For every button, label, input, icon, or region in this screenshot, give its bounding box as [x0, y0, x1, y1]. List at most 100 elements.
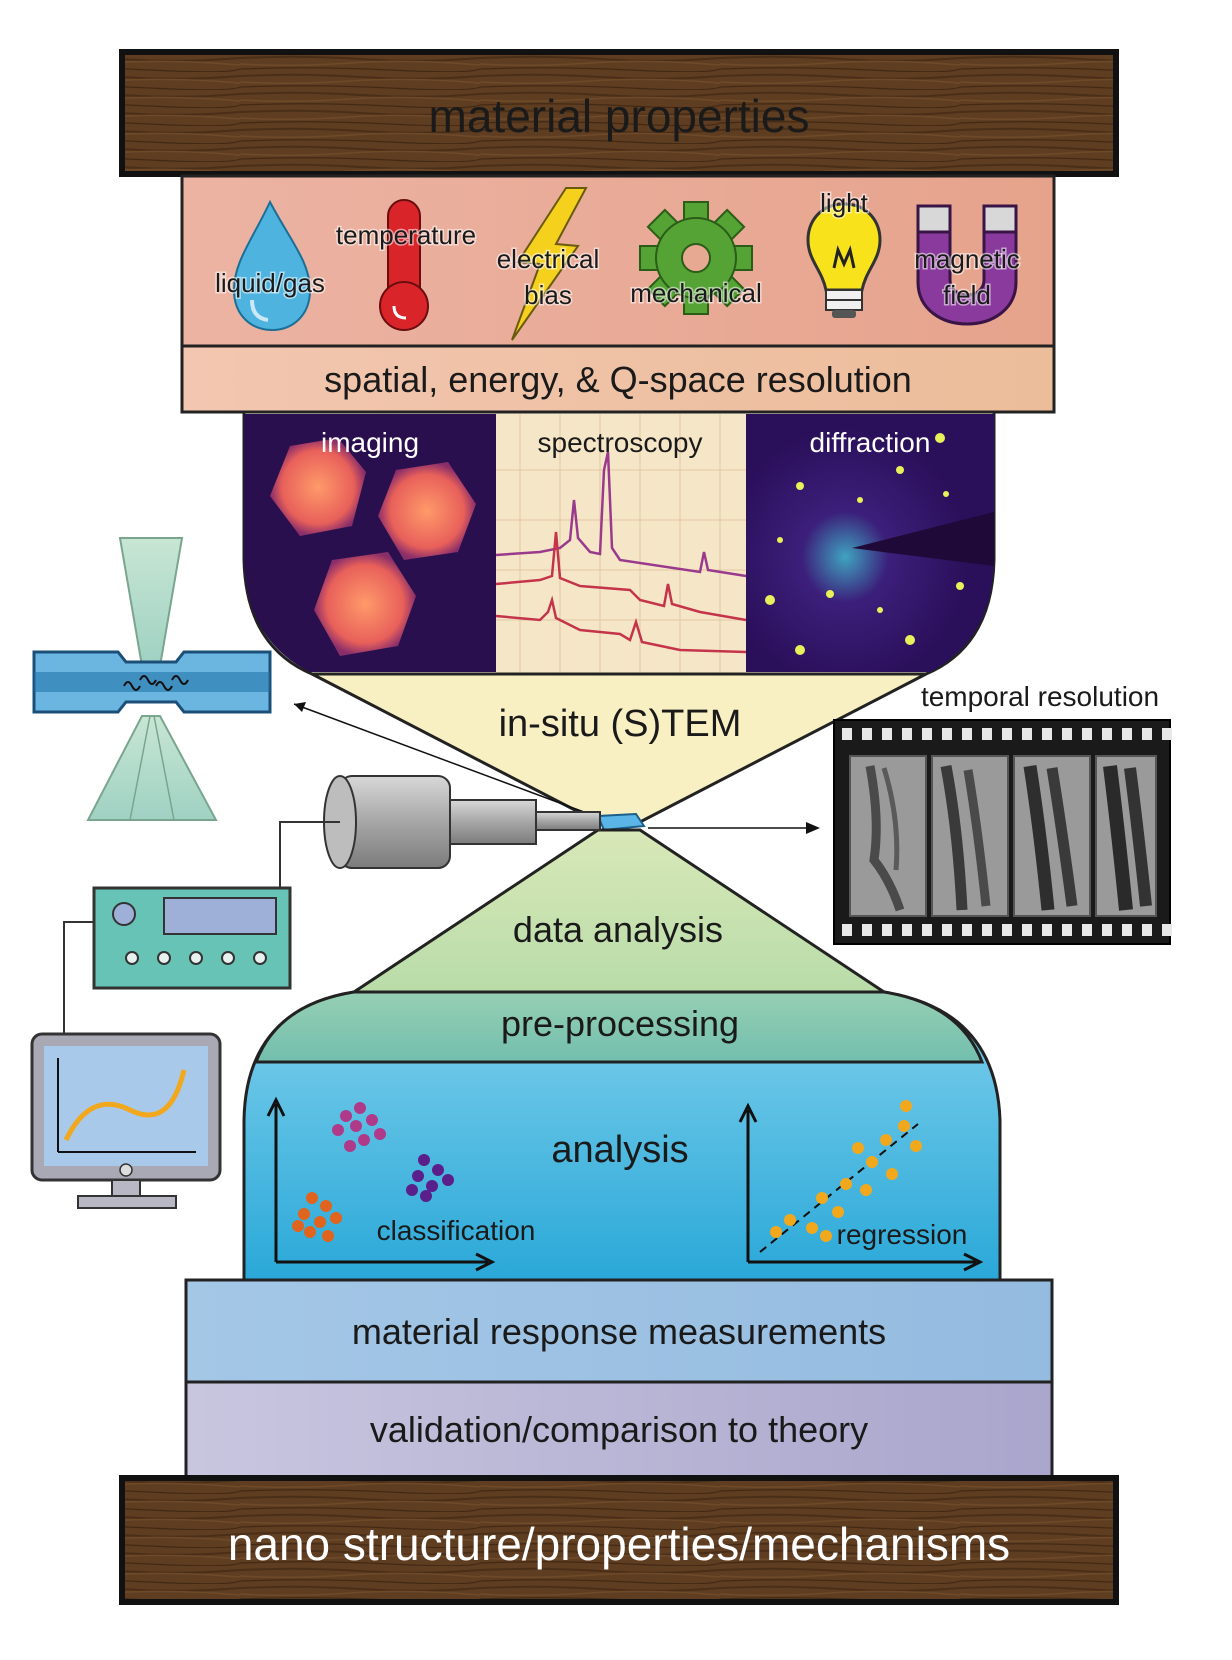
stimulus-label-electrical: electrical — [497, 244, 600, 274]
magnet-icon — [916, 204, 1018, 326]
nanoparticle — [378, 462, 476, 560]
film-sprocket-hole — [922, 728, 932, 740]
film-sprocket-hole — [882, 728, 892, 740]
resolution-bar: spatial, energy, & Q-space resolution — [180, 344, 1056, 414]
film-sprocket-hole — [1002, 728, 1012, 740]
curve-plot — [63, 1069, 187, 1142]
film-sprocket-hole — [1122, 924, 1132, 936]
cluster-magenta — [332, 1102, 386, 1152]
measurements-band — [184, 1278, 1054, 1384]
film-sprocket-hole — [1142, 728, 1152, 740]
resolution-bar-label: spatial, energy, & Q-space resolution — [324, 359, 912, 400]
nanoparticle — [314, 552, 416, 656]
film-sprocket-hole — [1042, 924, 1052, 936]
sample-holder — [323, 775, 601, 869]
imaging-panel — [244, 414, 496, 672]
thermometer-icon — [379, 199, 429, 331]
validation-label: validation/comparison to theory — [370, 1409, 868, 1450]
stimulus-label-field: field — [943, 280, 991, 310]
film-sprocket-hole — [842, 924, 852, 936]
film-sprocket-hole — [982, 924, 992, 936]
droplet-icon — [232, 199, 312, 332]
regression-line — [759, 1123, 919, 1253]
validation-band — [184, 1380, 1054, 1480]
wood-plank-top — [119, 49, 1119, 177]
film-sprocket-hole — [862, 924, 872, 936]
classification-label: classification — [377, 1215, 536, 1246]
cluster-purple — [406, 1154, 454, 1202]
stimulus-label-light: light — [820, 188, 868, 218]
data-analysis-label: data analysis — [513, 909, 723, 950]
controller-box — [92, 886, 292, 990]
film-sprocket-hole — [1162, 728, 1172, 740]
spectrum-line — [495, 531, 747, 622]
top-banner: material properties — [119, 49, 1119, 177]
classification-plot — [266, 1096, 496, 1272]
film-sprocket-hole — [1042, 728, 1052, 740]
film-sprocket-hole — [842, 728, 852, 740]
spectrum-line — [495, 595, 747, 654]
film-sprocket-hole — [1002, 924, 1012, 936]
regression-plot — [738, 1102, 984, 1272]
film-sprocket-hole — [1102, 728, 1112, 740]
lightning-icon — [511, 187, 588, 341]
sample-chip — [596, 812, 646, 832]
analysis-title: analysis — [551, 1129, 688, 1171]
film-sprocket-hole — [1022, 924, 1032, 936]
bottom-banner-label: nano structure/properties/mechanisms — [228, 1518, 1010, 1570]
preprocessing-band — [253, 990, 985, 1064]
lightbulb-icon — [806, 202, 882, 318]
film-sprocket-hole — [962, 728, 972, 740]
stimulus-label-magnetic: magnetic — [914, 244, 1020, 274]
cable — [63, 921, 94, 1034]
regression-points — [770, 1100, 922, 1242]
stimulus-label-bias: bias — [524, 280, 572, 310]
film-sprocket-hole — [902, 924, 912, 936]
preprocessing-label: pre-processing — [501, 1003, 739, 1044]
imaging-label: imaging — [321, 427, 419, 458]
stimuli-panel: liquid/gas temperature electrical bias — [180, 174, 1056, 348]
stimulus-label-temperature: temperature — [336, 220, 476, 250]
film-sprocket-hole — [962, 924, 972, 936]
top-banner-label: material properties — [429, 90, 810, 142]
spectrum-line — [495, 451, 747, 578]
wood-plank-bottom — [119, 1475, 1119, 1605]
cluster-orange — [292, 1192, 342, 1242]
film-sprocket-hole — [1062, 924, 1072, 936]
film-sprocket-hole — [862, 728, 872, 740]
film-strip — [833, 719, 1172, 945]
spectroscopy-label: spectroscopy — [538, 427, 703, 458]
beam-schematic — [32, 537, 272, 821]
film-sprocket-hole — [942, 924, 952, 936]
diffraction-panel — [746, 414, 994, 672]
film-frame — [1013, 755, 1091, 917]
film-frame — [931, 755, 1009, 917]
film-sprocket-hole — [1082, 728, 1092, 740]
regression-label: regression — [837, 1219, 968, 1250]
film-sprocket-hole — [1062, 728, 1072, 740]
nanoparticle — [270, 438, 366, 536]
temporal-label: temporal resolution — [921, 681, 1159, 712]
stem-label: in-situ (S)TEM — [499, 703, 742, 745]
film-sprocket-hole — [1142, 924, 1152, 936]
film-frame — [849, 755, 927, 917]
film-sprocket-hole — [1082, 924, 1092, 936]
film-sprocket-hole — [1122, 728, 1132, 740]
film-sprocket-hole — [902, 728, 912, 740]
stimulus-label-mechanical: mechanical — [630, 278, 762, 308]
arrow-to-schematic — [293, 703, 601, 819]
knob-icon — [112, 902, 136, 926]
measurements-label: material response measurements — [352, 1311, 886, 1352]
film-sprocket-hole — [1102, 924, 1112, 936]
gear-icon — [639, 201, 753, 315]
film-sprocket-hole — [882, 924, 892, 936]
monitor-icon — [30, 1032, 222, 1209]
film-sprocket-hole — [1162, 924, 1172, 936]
nanowires — [123, 675, 189, 691]
film-sprocket-hole — [1022, 728, 1032, 740]
film-sprocket-hole — [922, 924, 932, 936]
spectroscopy-panel — [495, 414, 747, 674]
film-sprocket-hole — [982, 728, 992, 740]
diffraction-label: diffraction — [810, 427, 931, 458]
